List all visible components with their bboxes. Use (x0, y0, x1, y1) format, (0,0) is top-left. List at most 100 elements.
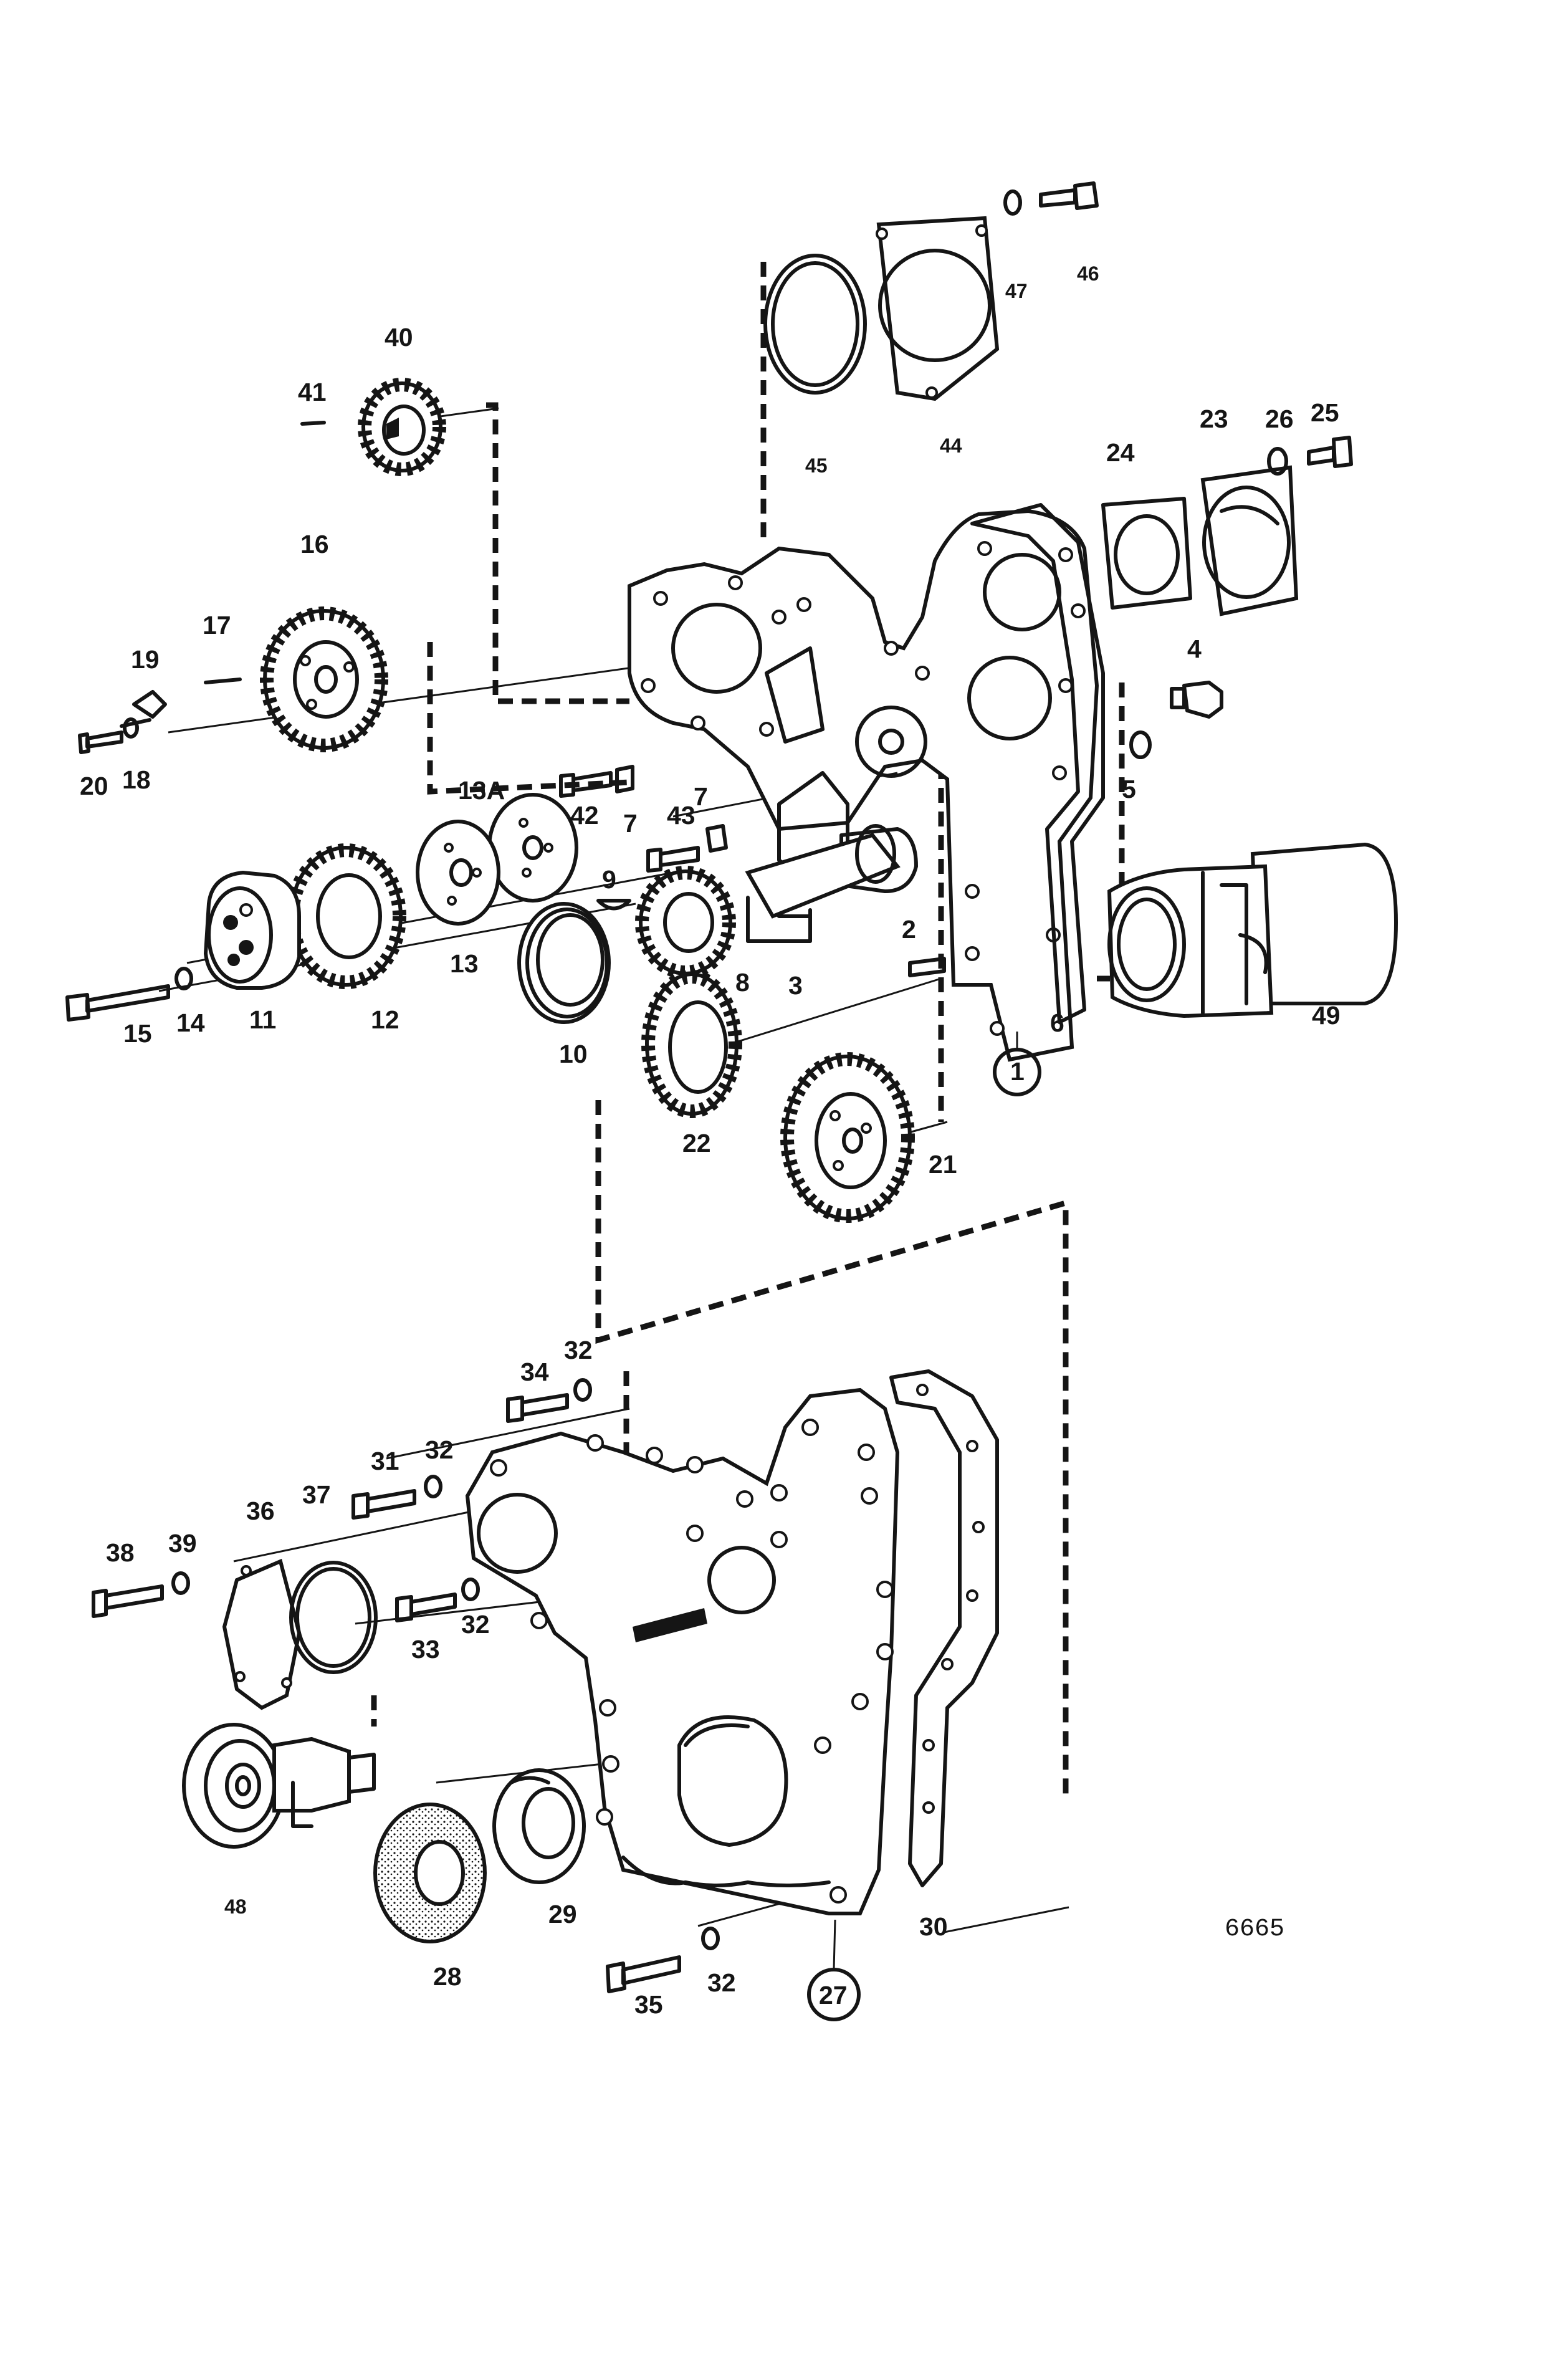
label-21: 21 (929, 1150, 957, 1179)
seal-28 (373, 1803, 487, 1943)
gasket-24 (1101, 497, 1192, 610)
label-7-upper: 7 (623, 809, 638, 838)
bolt-38 (92, 1584, 164, 1618)
sensor-4 (1170, 681, 1223, 719)
label-43: 43 (667, 801, 696, 830)
label-15: 15 (123, 1019, 152, 1048)
label-19: 19 (131, 645, 160, 674)
label-32-c: 32 (461, 1610, 490, 1639)
lower-timing-cover-27 (465, 1387, 900, 1915)
ring-5 (1129, 730, 1152, 759)
label-44: 44 (940, 434, 962, 457)
label-24: 24 (1106, 438, 1135, 467)
label-7-lower: 7 (694, 782, 708, 811)
washer-32-c (461, 1578, 480, 1601)
label-33: 33 (411, 1635, 440, 1664)
label-11: 11 (249, 1005, 276, 1034)
seal-10 (517, 902, 611, 1024)
label-39: 39 (168, 1529, 197, 1558)
callout-circle-1 (993, 1032, 1041, 1096)
bolt-25 (1307, 436, 1353, 468)
bolt-34 (506, 1393, 569, 1423)
washer-47 (1003, 189, 1022, 216)
o-ring-37 (289, 1561, 378, 1674)
part-labels: 1 2 3 4 5 6 7 7 8 9 10 11 12 13 13A 14 1… (80, 262, 1341, 2019)
gear-22 (641, 970, 742, 1118)
lock-7-lower (705, 824, 728, 853)
label-42: 42 (570, 801, 599, 830)
bolt-31 (351, 1489, 416, 1520)
label-32-b: 32 (564, 1336, 593, 1364)
label-32-d: 32 (707, 1968, 736, 1997)
seal-29 (492, 1768, 586, 1884)
label-27: 27 (819, 1981, 848, 2009)
label-32-a: 32 (425, 1435, 454, 1464)
label-41: 41 (298, 378, 327, 406)
bolt-holes-lower (490, 1419, 894, 1904)
gear-40 (358, 378, 446, 476)
label-48: 48 (224, 1895, 247, 1918)
label-36: 36 (246, 1497, 275, 1525)
label-38: 38 (106, 1538, 135, 1567)
washer-32-d (701, 1927, 720, 1950)
housing-23 (1200, 465, 1299, 616)
label-28: 28 (433, 1962, 462, 1991)
label-4: 4 (1187, 635, 1202, 663)
lock-7-upper (615, 765, 634, 793)
label-40: 40 (385, 323, 413, 352)
label-8: 8 (735, 968, 750, 997)
label-30: 30 (919, 1912, 948, 1941)
hub-11 (203, 870, 301, 990)
label-31: 31 (371, 1447, 399, 1475)
label-18: 18 (122, 765, 151, 794)
label-17: 17 (203, 611, 231, 639)
gear-12 (285, 843, 406, 989)
label-49: 49 (1312, 1001, 1341, 1030)
bolt-43 (646, 846, 700, 873)
label-47: 47 (1005, 280, 1028, 302)
label-46: 46 (1077, 262, 1099, 285)
label-1: 1 (1010, 1057, 1025, 1086)
camshaft-3 (745, 824, 901, 943)
bolt-42 (559, 771, 613, 798)
disc-13a (487, 793, 578, 903)
water-pump-48 (182, 1723, 376, 1849)
washer-32-b (573, 1378, 592, 1402)
cover-plate-44 (876, 216, 1000, 401)
label-29: 29 (548, 1900, 577, 1928)
label-45: 45 (805, 454, 828, 477)
pin-2 (908, 957, 946, 977)
drawing-reference: 6665 (1225, 1915, 1284, 1943)
label-3: 3 (788, 971, 803, 1000)
washer-39 (171, 1571, 190, 1595)
bolt-46 (1039, 181, 1099, 210)
bolt-20 (78, 730, 123, 754)
gasket-30 (889, 1369, 999, 1887)
gear-21 (780, 1052, 915, 1223)
pin-41 (300, 421, 326, 426)
label-9: 9 (602, 865, 616, 894)
label-25: 25 (1311, 398, 1339, 427)
key-9 (596, 899, 631, 911)
washer-14 (174, 967, 193, 990)
label-37: 37 (302, 1480, 331, 1509)
label-23: 23 (1200, 405, 1228, 433)
bolt-15 (65, 984, 170, 1022)
label-22: 22 (682, 1129, 711, 1157)
oil-filter-housing-49 (1107, 842, 1398, 1018)
label-20: 20 (80, 772, 108, 800)
label-10: 10 (559, 1040, 588, 1068)
label-26: 26 (1265, 405, 1294, 433)
label-13: 13 (450, 949, 479, 978)
label-34: 34 (520, 1358, 549, 1386)
label-14: 14 (176, 1008, 205, 1037)
washer-26 (1267, 447, 1288, 476)
callout-circle-27 (807, 1919, 861, 2021)
washer-32-a (424, 1475, 442, 1498)
o-ring-45 (763, 254, 867, 395)
label-6: 6 (1050, 1008, 1064, 1037)
gear-8 (635, 866, 736, 979)
bolt-holes-upper (641, 541, 1086, 1036)
cover-36 (222, 1558, 302, 1710)
